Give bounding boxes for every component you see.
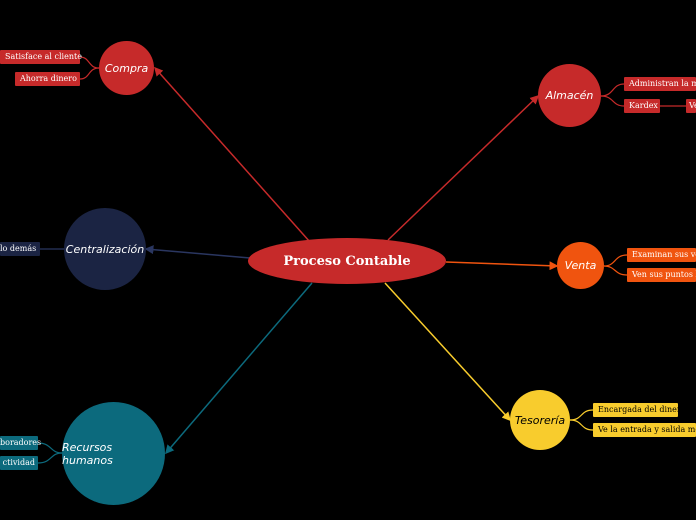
line-almacen [387,94,540,241]
leaf-satisface-al-cliente[interactable]: Satisface al cliente [0,50,82,64]
leaf-administran[interactable]: Administran la me [624,77,696,91]
leaf-ve-la-entrada[interactable]: Ve la entrada y salida mone [593,423,696,437]
leaf-encargada-del-dinero[interactable]: Encargada del dinero [593,403,686,417]
center-node-proceso-contable[interactable]: Proceso Contable [248,238,446,284]
branch-node-centralizacion[interactable]: Centralización [64,208,146,290]
branch-node-almacen[interactable]: Almacén [538,64,601,127]
line-recursos [165,282,313,455]
line-venta [445,261,559,271]
leaf-lo-demas[interactable]: lo demás [0,242,40,256]
branch-node-tesoreria[interactable]: Tesorería [510,390,570,450]
line-centralizacion [144,245,251,259]
line-compra [154,66,311,243]
leaf-productividad[interactable]: ctividad [0,456,38,470]
leaf-ven-sus-puntos[interactable]: Ven sus puntos lo [627,268,696,282]
leaf-examinan[interactable]: Examinan sus ver [627,248,696,262]
branch-node-compra[interactable]: Compra [99,41,154,95]
branch-node-recursos-humanos[interactable]: Recursos humanos [62,402,165,505]
leaf-colaboradores[interactable]: boradores [0,436,41,450]
line-tesoreria [384,282,512,422]
leaf-ahorra-dinero[interactable]: Ahorra dinero [15,72,80,86]
leaf-kardex[interactable]: Kardex [624,99,660,113]
branch-node-venta[interactable]: Venta [557,242,604,289]
leaf-ve[interactable]: Ve [686,99,696,113]
